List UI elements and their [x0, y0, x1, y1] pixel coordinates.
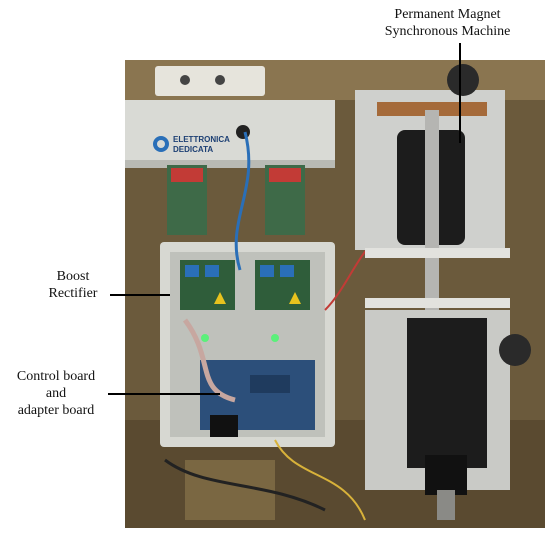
hardware-photo: ELETTRONICA DEDICATA	[125, 60, 545, 528]
machine-label: Permanent Magnet Synchronous Machine	[365, 6, 530, 40]
machine-leader	[459, 43, 461, 143]
rectifier-label-line1: Boost	[56, 269, 90, 284]
control-leader	[108, 393, 220, 395]
heatsink	[210, 415, 238, 437]
drive-motor	[407, 318, 487, 468]
shaft	[425, 110, 439, 360]
control-label-line1: Control board	[16, 369, 96, 384]
power-strip	[155, 66, 265, 96]
control-label-line2: and	[45, 386, 67, 401]
rectifier-label-line2: Rectifier	[48, 286, 98, 301]
control-label-line3: adapter board	[17, 403, 95, 418]
machine-label-line2: Synchronous Machine	[384, 24, 511, 39]
boost-rectifier-modules	[180, 260, 310, 310]
rectifier-label: Boost Rectifier	[28, 268, 118, 302]
rectifier-leader	[110, 294, 170, 296]
control-label: Control board and adapter board	[0, 368, 112, 419]
machine-label-line1: Permanent Magnet	[394, 7, 501, 22]
hardware-photo-drawing: ELETTRONICA DEDICATA	[125, 60, 545, 528]
svg-text:DEDICATA: DEDICATA	[173, 145, 213, 154]
svg-text:ELETTRONICA: ELETTRONICA	[173, 135, 230, 144]
enclosure-lid	[125, 100, 335, 165]
elettronica-dedicata-logo: ELETTRONICA DEDICATA	[153, 135, 230, 154]
